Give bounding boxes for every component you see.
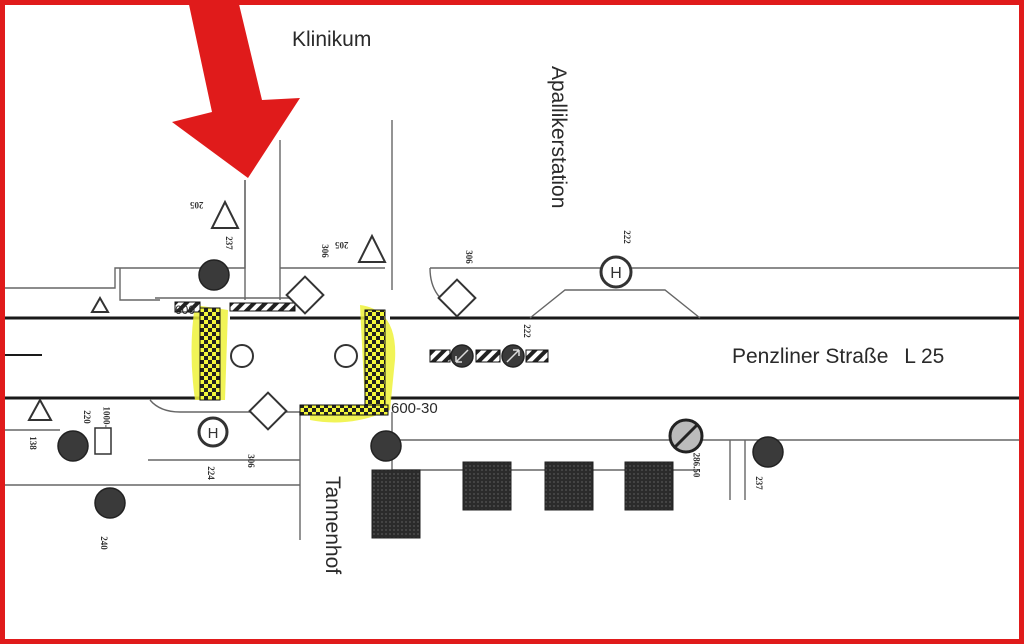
warning-triangle-icon [357, 233, 387, 263]
hatched-bars [429, 349, 549, 363]
sign-number: 205 [335, 240, 349, 250]
diamond-sign-icon [248, 391, 288, 431]
street-name: Penzliner Straße [732, 345, 889, 368]
red-arrow [172, 0, 300, 178]
round-sign-icon [94, 487, 126, 519]
penzliner-strasse-label: Penzliner Straße L 25 [732, 345, 944, 369]
sign-number: 237 [223, 236, 234, 250]
marker-600: 600 [175, 303, 196, 317]
apallikerstation-label: Apallikerstation [547, 66, 570, 209]
sign-number: 237 [753, 476, 764, 490]
svg-text:H: H [610, 265, 622, 282]
parking-blocks [371, 461, 674, 539]
warning-triangle-icon [210, 199, 240, 229]
sign-number: 138 [27, 436, 38, 450]
sign-number: 306 [319, 244, 330, 258]
sign-number: 205 [190, 200, 204, 210]
sign-number: 306 [245, 454, 256, 468]
round-sign-icon [370, 430, 402, 462]
warning-triangle-icon [27, 397, 53, 421]
sign-number: 240 [98, 536, 109, 550]
marker-600-30: 600-30 [391, 400, 438, 417]
curb-lines [5, 120, 1020, 540]
diamond-sign-icon [437, 278, 477, 318]
supplementary-sign [94, 427, 112, 455]
round-sign-icon [752, 436, 784, 468]
diamond-sign-icon [285, 275, 325, 315]
main-road [5, 316, 1020, 400]
no-stopping-sign [668, 418, 704, 454]
warning-triangle-icon [90, 295, 110, 313]
priority-diamonds [248, 275, 477, 431]
sign-number: 220 [81, 410, 92, 424]
sign-number: 1000- [101, 406, 112, 428]
sign-number: 286.50 [691, 452, 702, 478]
warning-triangles [27, 199, 387, 421]
signal-circles [230, 344, 358, 368]
bus-stop-signs: H H [197, 255, 633, 448]
svg-text:H: H [208, 425, 219, 442]
sign-number: 222 [521, 324, 532, 338]
round-sign-icon [198, 259, 230, 291]
sign-number: 306 [463, 250, 474, 264]
barriers [174, 301, 389, 416]
sign-number: 222 [621, 230, 632, 244]
sign-number: 224 [205, 466, 216, 480]
tannenhof-label: Tannenhof [321, 476, 344, 575]
bus-stop-icon [197, 416, 229, 448]
bus-stop-icon [599, 255, 633, 289]
route-number: L 25 [904, 345, 945, 368]
round-sign-icon [57, 430, 89, 462]
klinikum-label: Klinikum [292, 28, 372, 51]
